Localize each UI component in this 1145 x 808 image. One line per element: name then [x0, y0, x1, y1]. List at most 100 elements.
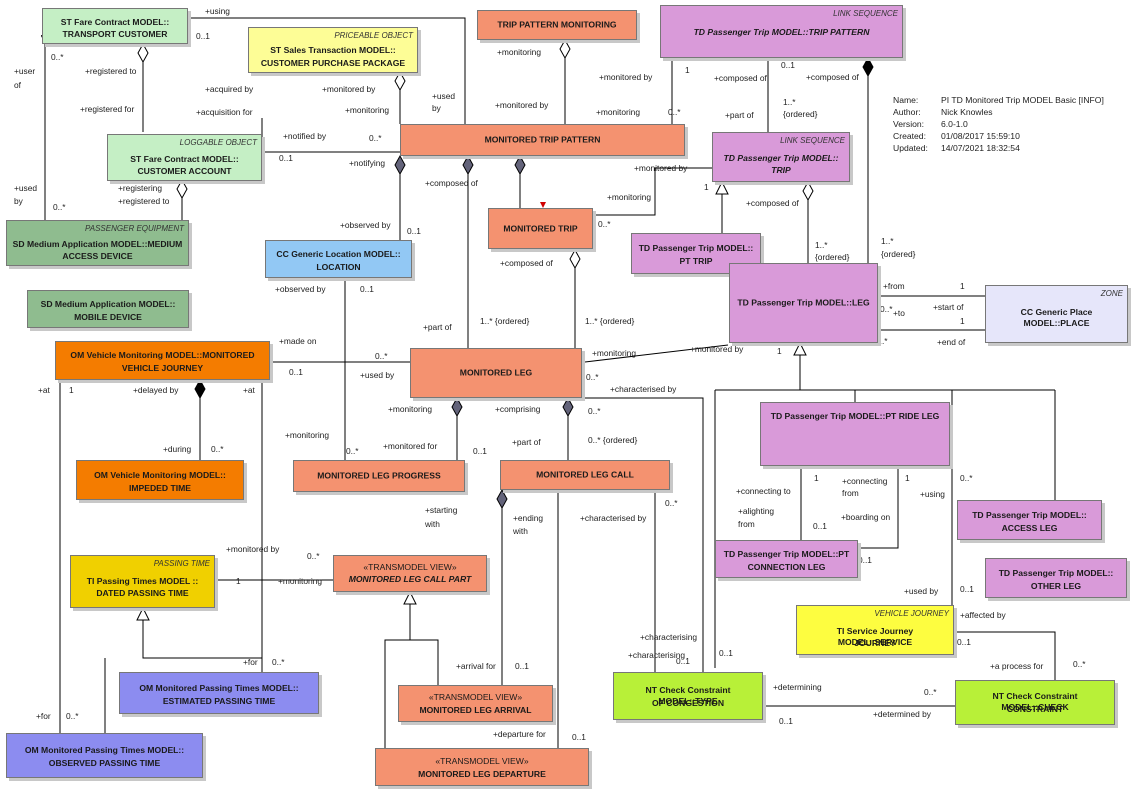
class-observed-passing-time[interactable]: OM Monitored Passing Times MODEL:: OBSER… — [6, 733, 203, 778]
class-monitored-leg-call[interactable]: MONITORED LEG CALL — [500, 460, 670, 490]
role-label: +monitored for — [383, 441, 437, 451]
role-label: +monitoring — [388, 404, 432, 414]
class-name: TD Passenger Trip MODEL:: — [998, 568, 1114, 578]
class-customer-purchase-package[interactable]: PRICEABLE OBJECT ST Sales Transaction MO… — [248, 27, 418, 73]
class-name: SD Medium Application MODEL:: — [40, 299, 176, 309]
role-label: +part of — [512, 437, 541, 447]
role-label: +monitored by — [322, 84, 376, 94]
class-type-of-congestion[interactable]: NT Check Constraint MODEL::TYPE OF CONGE… — [613, 672, 763, 720]
role-label: {ordered} — [783, 109, 818, 119]
role-label: +used by — [904, 586, 939, 596]
role-label: +observed by — [275, 284, 326, 294]
class-name: CUSTOMER PURCHASE PACKAGE — [260, 58, 406, 68]
role-label: +registered for — [80, 104, 134, 114]
class-monitored-trip-pattern[interactable]: MONITORED TRIP PATTERN — [400, 124, 685, 156]
role-label: +monitored by — [690, 344, 744, 354]
role-label: +for — [243, 657, 258, 667]
class-name: MONITORED LEG — [459, 367, 533, 378]
role-label: +notifying — [349, 158, 385, 168]
role-label: +boarding on — [841, 512, 890, 522]
role-label: from — [738, 519, 755, 529]
class-trip-pattern-monitoring[interactable]: TRIP PATTERN MONITORING — [477, 10, 637, 40]
stereotype: «TRANSMODEL VIEW» — [428, 692, 523, 702]
role-label: +comprising — [495, 404, 541, 414]
role-label: +from — [883, 281, 905, 291]
role-label: +during — [163, 444, 192, 454]
role-label: 0..* — [307, 551, 320, 561]
class-name: NT Check Constraint MODEL::TYPE — [645, 685, 731, 706]
class-check-constraint[interactable]: NT Check Constraint MODEL::CHECK CONSTRA… — [955, 680, 1115, 725]
class-td-leg[interactable]: TD Passenger Trip MODEL::LEG — [729, 263, 878, 343]
role-label: +monitored by — [226, 544, 280, 554]
role-label: with — [512, 526, 528, 536]
stereotype: LINK SEQUENCE — [833, 9, 898, 18]
class-access-leg[interactable]: TD Passenger Trip MODEL:: ACCESS LEG — [957, 500, 1102, 540]
role-label: +part of — [725, 110, 754, 120]
class-customer-account[interactable]: LOGGABLE OBJECT ST Fare Contract MODEL::… — [107, 134, 262, 181]
class-name: TRANSPORT CUSTOMER — [62, 29, 168, 39]
role-label: from — [842, 488, 859, 498]
role-label: 0..1 — [813, 521, 827, 531]
role-label: {ordered} — [881, 249, 916, 259]
info-row: Author:Nick Knowles — [893, 107, 993, 117]
role-label: +monitored by — [495, 100, 549, 110]
class-name: ST Fare Contract MODEL:: — [130, 154, 239, 164]
class-pt-ride-leg[interactable]: TD Passenger Trip MODEL::PT RIDE LEG — [760, 402, 950, 466]
stereotype: VEHICLE JOURNEY — [874, 609, 949, 618]
class-monitored-trip[interactable]: MONITORED TRIP — [488, 208, 593, 249]
role-label: 0..1 — [289, 367, 303, 377]
class-medium-access-device[interactable]: PASSENGER EQUIPMENT SD Medium Applicatio… — [6, 220, 189, 266]
class-impeded-time[interactable]: OM Vehicle Monitoring MODEL:: IMPEDED TI… — [76, 460, 244, 500]
class-td-trip[interactable]: LINK SEQUENCE TD Passenger Trip MODEL:: … — [712, 132, 850, 182]
class-monitored-leg-call-part[interactable]: «TRANSMODEL VIEW» MONITORED LEG CALL PAR… — [333, 555, 487, 592]
role-label: +monitored by — [634, 163, 688, 173]
class-name: ACCESS DEVICE — [62, 251, 133, 261]
class-pt-connection-leg[interactable]: TD Passenger Trip MODEL::PT CONNECTION L… — [715, 540, 858, 578]
role-label: 0..* — [598, 219, 611, 229]
role-label: 0..1 — [360, 284, 374, 294]
class-transport-customer[interactable]: ST Fare Contract MODEL:: TRANSPORT CUSTO… — [42, 8, 188, 44]
info-row: Created:01/08/2017 15:59:10 — [893, 131, 1020, 141]
role-label: 1..* {ordered} — [480, 316, 530, 326]
stereotype: «TRANSMODEL VIEW» — [363, 562, 457, 572]
role-label: 0..* {ordered} — [588, 435, 638, 445]
role-label: +characterising — [628, 650, 685, 660]
class-monitored-leg-arrival[interactable]: «TRANSMODEL VIEW» MONITORED LEG ARRIVAL — [398, 685, 553, 722]
stereotype: LINK SEQUENCE — [780, 136, 845, 145]
role-label: +delayed by — [133, 385, 179, 395]
class-monitored-leg-departure[interactable]: «TRANSMODEL VIEW» MONITORED LEG DEPARTUR… — [375, 748, 589, 786]
class-estimated-passing-time[interactable]: OM Monitored Passing Times MODEL:: ESTIM… — [119, 672, 319, 714]
role-label: 1..* — [783, 97, 796, 107]
role-label: +used — [14, 183, 37, 193]
role-label: 0..1 — [960, 584, 974, 594]
class-td-trip-pattern[interactable]: LINK SEQUENCE TD Passenger Trip MODEL::T… — [660, 5, 903, 58]
role-label: 0..* — [960, 473, 973, 483]
class-monitored-leg[interactable]: MONITORED LEG — [410, 348, 582, 398]
class-name: CONSTRAINT — [1006, 704, 1064, 714]
class-monitored-vehicle-journey[interactable]: OM Vehicle Monitoring MODEL::MONITORED V… — [55, 341, 270, 380]
class-pt-trip[interactable]: TD Passenger Trip MODEL:: PT TRIP — [631, 233, 761, 274]
role-label: 0..* — [880, 304, 893, 314]
role-label: {ordered} — [815, 252, 850, 262]
class-monitored-leg-progress[interactable]: MONITORED LEG PROGRESS — [293, 460, 465, 492]
class-name: TD Passenger Trip MODEL:: — [638, 243, 754, 253]
class-dated-passing-time[interactable]: PASSING TIME TI Passing Times MODEL :: D… — [70, 555, 215, 608]
class-service-journey[interactable]: VEHICLE JOURNEY TI Service Journey MODEL… — [796, 605, 954, 655]
role-label: 0..* — [66, 711, 79, 721]
role-label: 1..* {ordered} — [585, 316, 635, 326]
role-label: +monitored by — [599, 72, 653, 82]
class-place[interactable]: ZONE CC Generic Place MODEL::PLACE — [985, 285, 1128, 343]
class-name: OF CONGESTION — [651, 698, 725, 708]
role-label: 0..* — [875, 336, 888, 346]
class-location[interactable]: CC Generic Location MODEL:: LOCATION — [265, 240, 412, 278]
role-label: +used by — [360, 370, 395, 380]
role-label: 0..* — [369, 133, 382, 143]
class-mobile-device[interactable]: SD Medium Application MODEL:: MOBILE DEV… — [27, 290, 189, 328]
role-label: +acquisition for — [196, 107, 253, 117]
role-label: 0..* — [668, 107, 681, 117]
role-label: 0..1 — [779, 716, 793, 726]
class-name: MONITORED TRIP PATTERN — [484, 134, 601, 145]
role-label: +monitoring — [596, 107, 640, 117]
class-other-leg[interactable]: TD Passenger Trip MODEL:: OTHER LEG — [985, 558, 1127, 598]
